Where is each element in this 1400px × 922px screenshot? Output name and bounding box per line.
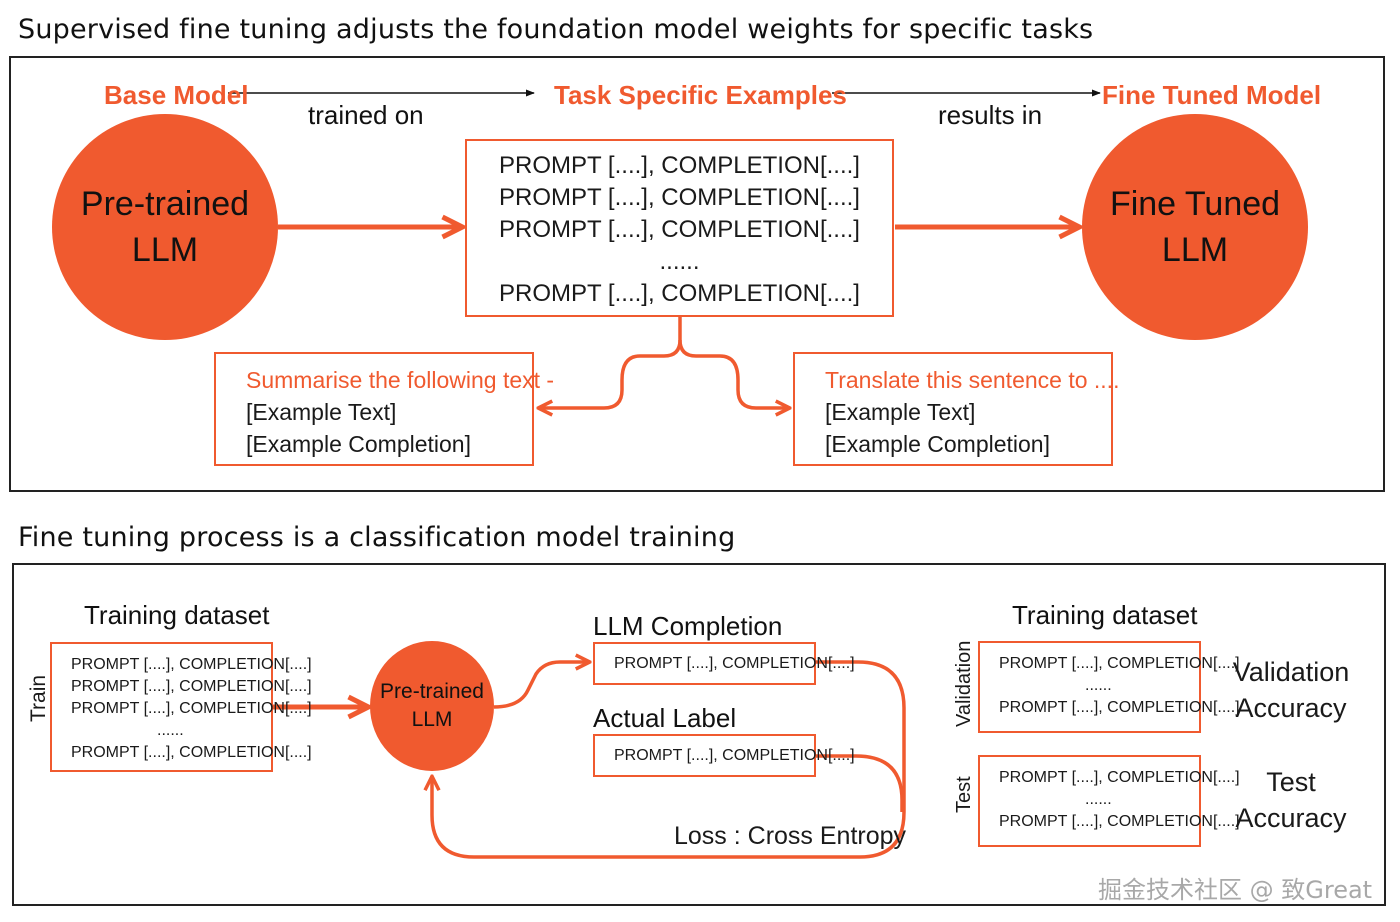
finetuned-llm-line2: LLM — [1161, 231, 1229, 269]
summarise-title: Summarise the following text - — [246, 367, 555, 393]
loss-feedback-arrow — [432, 660, 906, 859]
validation-example-line: PROMPT [....], COMPLETION[....] — [999, 655, 1240, 672]
example-line: PROMPT [....], COMPLETION[....] — [499, 184, 860, 211]
actual-label-label: Actual Label — [593, 703, 737, 733]
watermark: 掘金技术社区 @ 致Great — [1098, 876, 1373, 904]
pretrained-llm-line1: Pre-trained — [80, 185, 250, 223]
actual-label-box: PROMPT [....], COMPLETION[....] — [593, 734, 855, 777]
translate-title: Translate this sentence to .... — [825, 367, 1120, 393]
actual-label-text: PROMPT [....], COMPLETION[....] — [614, 747, 855, 764]
validation-label: Validation — [953, 640, 975, 727]
section2-heading: Fine tuning process is a classification … — [18, 522, 736, 553]
split-left-arrow — [540, 316, 682, 408]
summarise-completion: [Example Completion] — [246, 431, 471, 457]
task-examples-box: PROMPT [....], COMPLETION[....] PROMPT [… — [465, 139, 894, 317]
validation-accuracy: Validation Accuracy — [1226, 654, 1356, 726]
llm-to-completion-arrow — [493, 662, 588, 709]
training-dataset-label: Training dataset — [84, 600, 270, 630]
llm-completion-text: PROMPT [....], COMPLETION[....] — [614, 655, 855, 672]
test-example-line: PROMPT [....], COMPLETION[....] — [999, 769, 1240, 786]
fine-tuned-model-label: Fine Tuned Model — [1102, 80, 1322, 110]
translate-completion: [Example Completion] — [825, 431, 1050, 457]
split-right-arrow — [678, 339, 788, 408]
llm-completion-box: PROMPT [....], COMPLETION[....] — [593, 642, 855, 685]
test-accuracy: Test Accuracy — [1226, 764, 1356, 836]
summarise-example-box: Summarise the following text - [Example … — [214, 352, 555, 466]
loss-label: Loss : Cross Entropy — [674, 822, 907, 850]
train-example-ellipsis: ...... — [157, 722, 184, 739]
validation-accuracy-line2: Accuracy — [1235, 693, 1347, 723]
task-examples-label: Task Specific Examples — [554, 80, 847, 110]
example-line: PROMPT [....], COMPLETION[....] — [499, 216, 860, 243]
train-label: Train — [27, 674, 50, 722]
example-line: PROMPT [....], COMPLETION[....] — [499, 152, 860, 179]
validation-example-line: PROMPT [....], COMPLETION[....] — [999, 699, 1240, 716]
test-example-line: PROMPT [....], COMPLETION[....] — [999, 813, 1240, 830]
section1-heading: Supervised fine tuning adjusts the found… — [18, 14, 1094, 45]
test-label: Test — [953, 776, 975, 813]
test-examples-box: PROMPT [....], COMPLETION[....] ...... P… — [978, 755, 1240, 847]
pretrained-llm-line2: LLM — [131, 231, 199, 269]
trained-on-label: trained on — [308, 100, 424, 130]
pretrained-llm-circle-small: Pre-trained LLM — [370, 641, 494, 771]
train-example-line: PROMPT [....], COMPLETION[....] — [71, 700, 312, 717]
classification-diagram-panel — [12, 563, 1386, 906]
base-model-label: Base Model — [104, 80, 249, 110]
right-training-dataset-label: Training dataset — [1012, 600, 1198, 630]
finetuned-llm-circle: Fine Tuned LLM — [1082, 114, 1308, 340]
train-example-line: PROMPT [....], COMPLETION[....] — [71, 656, 312, 673]
summarise-text: [Example Text] — [246, 399, 397, 425]
llm-completion-label: LLM Completion — [593, 611, 783, 641]
small-llm-line2: LLM — [411, 708, 453, 731]
train-example-line: PROMPT [....], COMPLETION[....] — [71, 744, 312, 761]
validation-accuracy-line1: Validation — [1232, 657, 1350, 687]
sft-diagram-panel — [9, 56, 1385, 492]
finetuned-llm-line1: Fine Tuned — [1109, 185, 1281, 223]
results-in-label: results in — [938, 100, 1043, 130]
train-example-line: PROMPT [....], COMPLETION[....] — [71, 678, 312, 695]
translate-example-box: Translate this sentence to .... [Example… — [793, 352, 1120, 466]
actual-label-line — [816, 754, 904, 812]
test-example-ellipsis: ...... — [1085, 791, 1112, 808]
test-accuracy-line1: Test — [1266, 767, 1316, 797]
example-line: PROMPT [....], COMPLETION[....] — [499, 280, 860, 307]
example-ellipsis: ...... — [659, 248, 700, 275]
test-accuracy-line2: Accuracy — [1235, 803, 1347, 833]
pretrained-llm-circle: Pre-trained LLM — [52, 114, 278, 340]
validation-example-ellipsis: ...... — [1085, 677, 1112, 694]
validation-examples-box: PROMPT [....], COMPLETION[....] ...... P… — [978, 641, 1240, 733]
translate-text: [Example Text] — [825, 399, 976, 425]
train-examples-box: PROMPT [....], COMPLETION[....] PROMPT [… — [50, 642, 312, 772]
small-llm-line1: Pre-trained — [380, 680, 484, 703]
